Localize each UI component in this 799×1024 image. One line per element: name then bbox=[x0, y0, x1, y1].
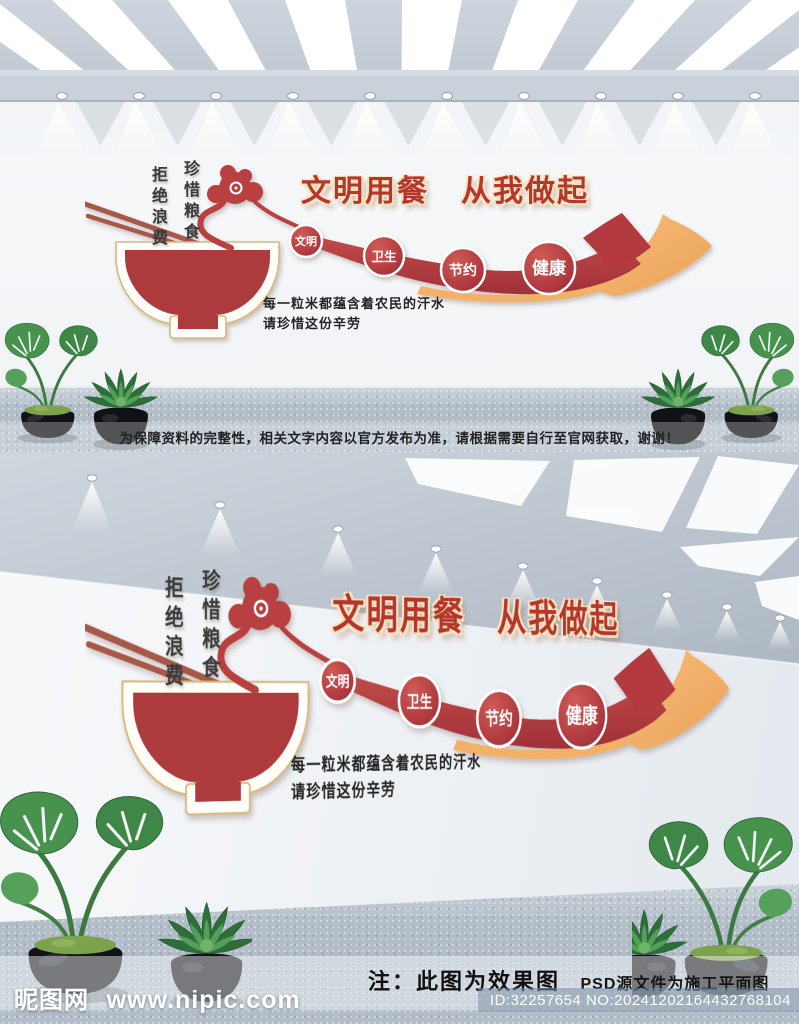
caption-line2: 请珍惜这份辛劳 bbox=[263, 316, 362, 331]
stock-id-text: ID:32257654 NO:20241202164432768104 bbox=[489, 991, 791, 1009]
front-view-render: 文明 卫生 节约 健康 拒绝浪费 珍惜 bbox=[0, 0, 799, 452]
caption-line1: 每一粒米都蕴含着农民的汗水 bbox=[263, 296, 446, 311]
step-circle: 健康 bbox=[557, 683, 606, 748]
vertical-slogan-right: 珍惜粮食 bbox=[198, 568, 219, 685]
step-circle: 健康 bbox=[521, 240, 577, 296]
ceiling-perspective bbox=[0, 452, 799, 665]
step-circle: 卫生 bbox=[399, 675, 440, 727]
step-label: 卫生 bbox=[371, 249, 397, 264]
vertical-slogan-right: 珍惜粮食 bbox=[181, 160, 198, 244]
culture-wall-artwork: 文明 卫生 节约 健康 拒绝浪费 珍惜 bbox=[85, 158, 725, 370]
step-label: 节约 bbox=[449, 262, 477, 278]
steam-cloud-icon bbox=[221, 576, 351, 690]
wall-title: 文明用餐 从我做起 bbox=[301, 175, 589, 208]
bowl-icon bbox=[115, 241, 280, 339]
step-label: 文明 bbox=[295, 234, 317, 248]
perspective-view-render: 文明 卫生 节约 健康 拒绝浪费 珍惜 bbox=[0, 452, 799, 1024]
step-circles: 文明 卫生 节约 健康 bbox=[288, 223, 577, 296]
step-circle: 文明 bbox=[288, 223, 324, 259]
step-label: 健康 bbox=[532, 258, 567, 278]
step-label: 节约 bbox=[485, 709, 513, 729]
caption-line1: 每一粒米都蕴含着农民的汗水 bbox=[290, 752, 482, 776]
bowl-icon bbox=[122, 681, 308, 816]
ceiling-skylight bbox=[0, 0, 799, 158]
step-circle: 卫生 bbox=[362, 234, 406, 278]
step-circle: 节约 bbox=[477, 690, 520, 747]
downlight-spots bbox=[56, 92, 761, 100]
step-circles: 文明 卫生 节约 健康 bbox=[320, 659, 606, 751]
downlight-spots bbox=[86, 474, 786, 622]
caption-text: 每一粒米都蕴含着农民的汗水 请珍惜这份辛劳 bbox=[291, 750, 481, 807]
watermark-name: 昵图网 bbox=[14, 987, 89, 1014]
wall-title: 文明用餐 从我做起 bbox=[332, 592, 620, 642]
site-watermark: 昵图网 www.nipic.com bbox=[14, 980, 301, 1015]
culture-wall-artwork-perspective: 文明 卫生 节约 健康 拒绝浪费 珍惜 bbox=[85, 562, 740, 863]
step-label: 卫生 bbox=[407, 692, 433, 712]
vertical-slogan-left: 拒绝浪费 bbox=[161, 575, 182, 693]
disclaimer-text: 为保障资料的完整性，相关文字内容以官方发布为准，请根据需要自行至官网获取，谢谢！ bbox=[119, 431, 680, 446]
disclaimer-strip: 为保障资料的完整性，相关文字内容以官方发布为准，请根据需要自行至官网获取，谢谢！ bbox=[0, 422, 799, 452]
downlights-row bbox=[72, 474, 793, 649]
skylight-panels bbox=[405, 456, 799, 620]
vertical-slogan-left: 拒绝浪费 bbox=[149, 166, 166, 250]
step-circle: 节约 bbox=[439, 246, 487, 294]
downlights-row bbox=[36, 92, 781, 158]
ceiling-beams bbox=[0, 0, 799, 75]
watermark-url: www.nipic.com bbox=[106, 986, 301, 1014]
caption-line2: 请珍惜这份辛劳 bbox=[290, 779, 396, 803]
step-label: 健康 bbox=[566, 703, 598, 728]
caption-text: 每一粒米都蕴含着农民的汗水 请珍惜这份辛劳 bbox=[263, 294, 445, 334]
step-circle: 文明 bbox=[320, 659, 354, 702]
step-label: 文明 bbox=[326, 672, 350, 690]
stock-id-badge: ID:32257654 NO:20241202164432768104 bbox=[477, 988, 799, 1012]
